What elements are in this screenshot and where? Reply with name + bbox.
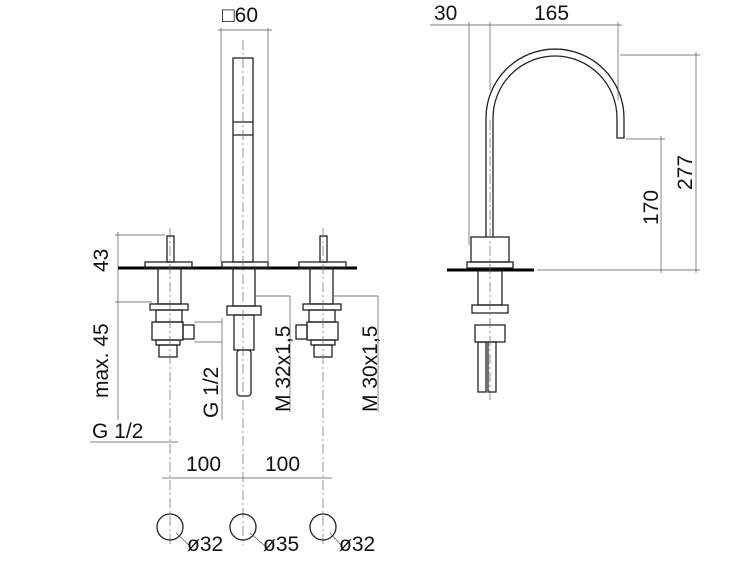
inlet-thread-vertical-label: G 1/2 [200,367,223,418]
side-view: 30 165 170 277 [430,2,700,400]
left-valve [144,235,195,358]
outlet-height-label: 170 [640,190,663,225]
hole-center [229,513,257,541]
hole-left [156,513,184,541]
front-view: □60 [90,4,382,556]
hole-right-label: ø32 [339,533,375,556]
hole-right [309,513,337,541]
spout-thread-label: M 32x1,5 [272,326,295,412]
total-height-label: 277 [674,155,697,190]
hole-center-label: ø35 [263,533,299,556]
max-depth-label: max. 45 [90,323,113,398]
spacing-right-label: 100 [265,453,300,476]
gooseneck-spout [485,48,625,237]
spout-size-label: □60 [222,4,258,27]
inlet-thread-horizontal-label: G 1/2 [92,420,143,443]
offset-label: 30 [434,2,457,25]
projection-label: 165 [534,2,569,25]
spout-column [221,57,269,397]
hole-left-label: ø32 [187,533,223,556]
tap-height-label: 43 [90,249,113,272]
tap-thread-label: M 30x1,5 [359,326,382,412]
right-valve [295,235,347,358]
spacing-left-label: 100 [186,453,221,476]
